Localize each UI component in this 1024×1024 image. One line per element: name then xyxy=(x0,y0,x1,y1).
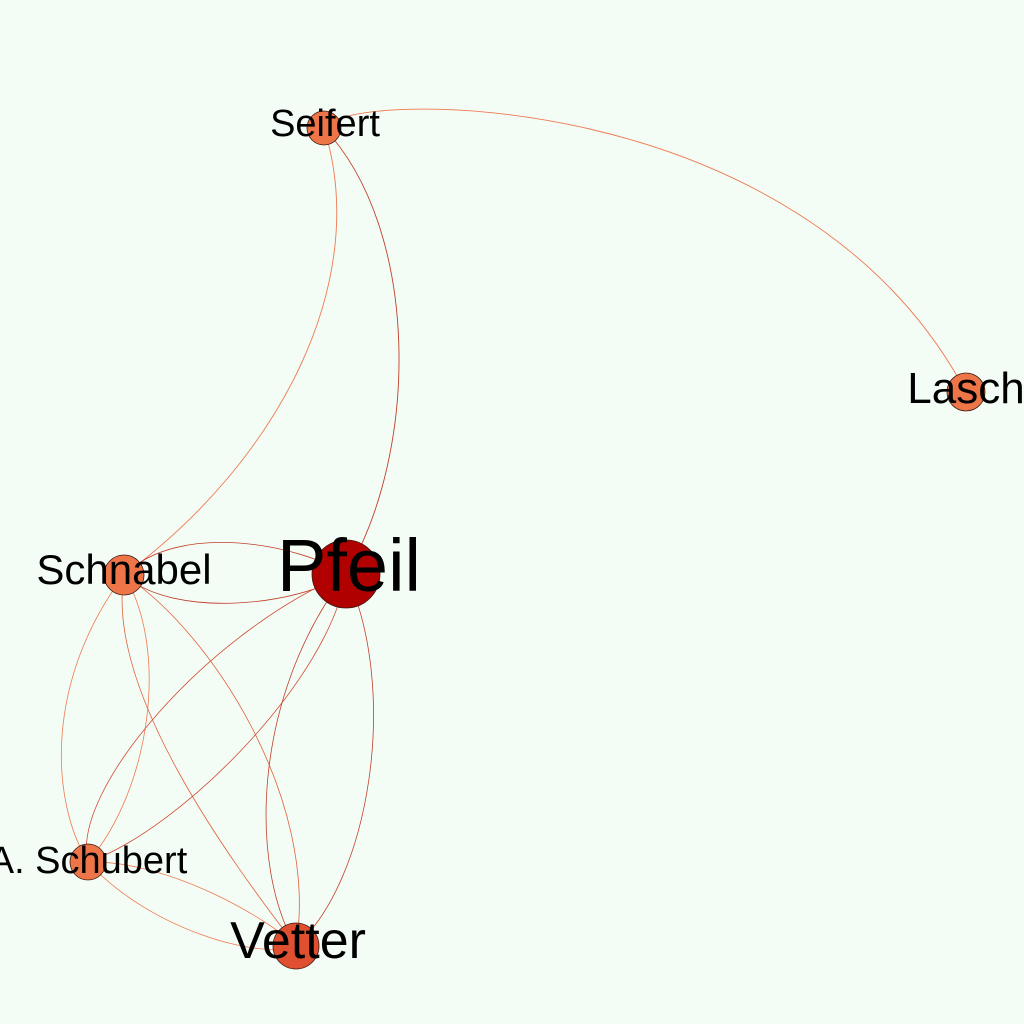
label-lasch: Lasch xyxy=(907,364,1024,413)
edges-layer xyxy=(60,108,967,950)
edge-seifert-lasch xyxy=(323,108,967,393)
label-schnabel: Schnabel xyxy=(36,546,211,593)
label-pfeil: Pfeil xyxy=(277,524,421,607)
node-pfeil[interactable] xyxy=(311,539,381,609)
edge-pfeil-schubert xyxy=(86,573,347,863)
edge-pfeil-vetter-return xyxy=(295,573,374,947)
node-seifert[interactable] xyxy=(306,110,342,146)
label-schubert: A. Schubert xyxy=(0,840,188,882)
edge-seifert-pfeil xyxy=(323,127,400,575)
node-schnabel[interactable] xyxy=(103,554,145,596)
edge-seifert-schnabel xyxy=(123,127,338,576)
node-schubert[interactable] xyxy=(69,843,107,881)
node-vetter[interactable] xyxy=(272,922,320,970)
edge-pfeil-vetter xyxy=(265,573,347,947)
labels-layer: Seifert Lasch Schnabel Pfeil A. Schubert… xyxy=(0,103,1024,970)
edge-schnabel-schubert xyxy=(60,574,125,863)
node-lasch[interactable] xyxy=(946,372,986,412)
edge-schnabel-vetter xyxy=(121,574,297,947)
edge-schnabel-vetter-return xyxy=(123,574,300,947)
edge-schnabel-schubert-return xyxy=(87,574,150,863)
label-seifert: Seifert xyxy=(270,103,380,145)
label-vetter: Vetter xyxy=(230,912,366,970)
edge-pfeil-schubert-return xyxy=(87,573,347,863)
nodes-layer xyxy=(69,110,986,970)
